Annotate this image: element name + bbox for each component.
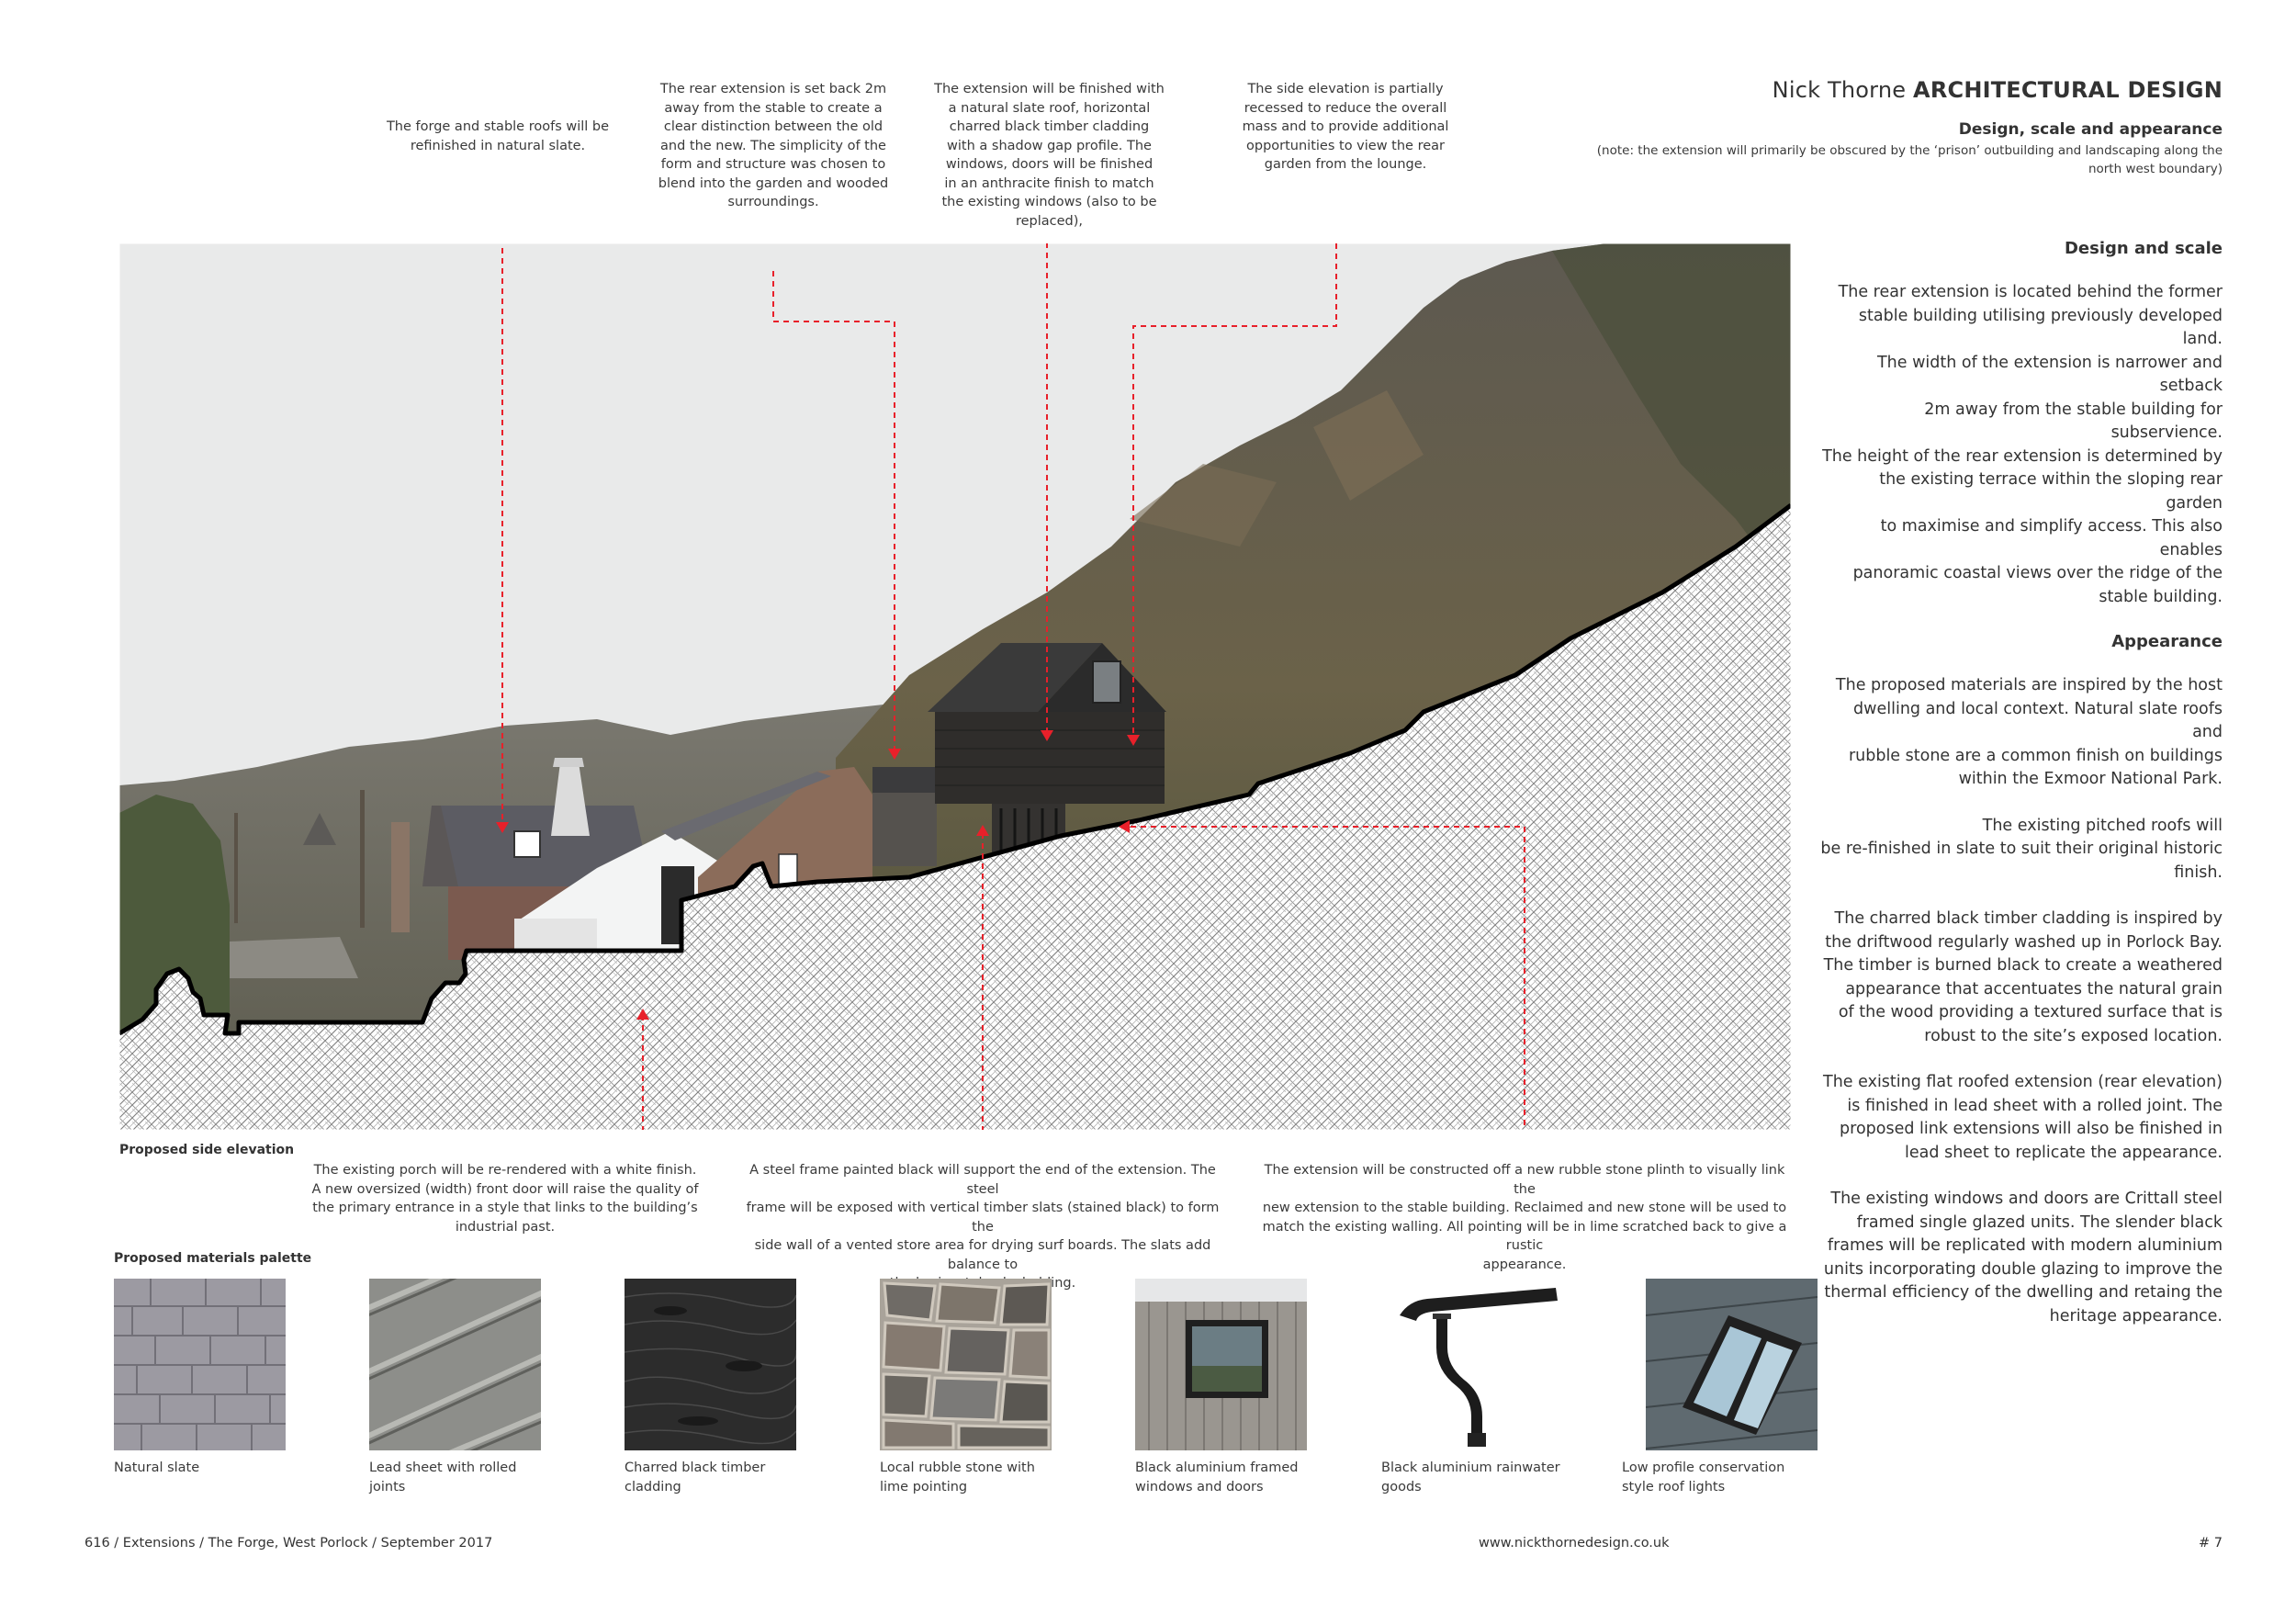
slate-tiles-icon xyxy=(114,1279,286,1450)
rainwater-goods-icon xyxy=(1390,1279,1562,1450)
annotation-finishes: The extension will be finished with a na… xyxy=(934,82,1165,229)
swatch-label-timber: Charred black timber cladding xyxy=(625,1460,766,1494)
annotation-setback: The rear extension is set back 2m away f… xyxy=(658,82,889,209)
leader-arrowheads xyxy=(496,730,1140,1020)
design-text-column: Design and scale The rear extension is l… xyxy=(1818,239,2223,1351)
brand-title: Nick Thorne ARCHITECTURAL DESIGN xyxy=(1772,77,2223,103)
para-lead: The existing flat roofed extension (rear… xyxy=(1823,1073,2223,1162)
annotation-side-elevation: The side elevation is partially recessed… xyxy=(1242,82,1449,172)
swatch-label-windows: Black aluminium framed windows and doors xyxy=(1135,1460,1299,1494)
rear-extension xyxy=(928,643,1166,877)
ground-line xyxy=(119,503,1791,1036)
para-windows: The existing windows and doors are Critt… xyxy=(1823,1190,2223,1325)
swatch-label-lead: Lead sheet with rolled joints xyxy=(369,1460,517,1494)
elevation-caption: Proposed side elevation xyxy=(119,1143,295,1157)
page-subtitle: Design, scale and appearance xyxy=(1958,120,2223,139)
annotation-plinth: The extension will be constructed off a … xyxy=(1262,1163,1787,1272)
para-design-scale: The rear extension is located behind the… xyxy=(1822,283,2223,606)
heading-appearance: Appearance xyxy=(2111,632,2223,651)
heading-design-scale: Design and scale xyxy=(2064,239,2223,258)
swatch-label-stone: Local rubble stone with lime pointing xyxy=(880,1460,1035,1494)
rubble-stone-icon xyxy=(880,1279,1052,1450)
link-extension xyxy=(872,767,937,795)
annotation-steel-frame: A steel frame painted black will support… xyxy=(746,1163,1220,1291)
ground-section xyxy=(119,505,1791,1130)
forge-building xyxy=(441,758,744,960)
swatch-label-slate: Natural slate xyxy=(114,1460,200,1475)
para-materials: The proposed materials are inspired by t… xyxy=(1835,676,2223,788)
footer-website-link[interactable]: www.nickthornedesign.co.uk xyxy=(1479,1536,1670,1551)
subtitle-note: (note: the extension will primarily be o… xyxy=(1596,143,2223,176)
footer-page-number: # 7 xyxy=(2199,1536,2223,1551)
charred-timber-icon xyxy=(625,1279,796,1450)
para-roofs: The existing pitched roofs will be re-fi… xyxy=(1820,816,2223,882)
aluminium-window-icon xyxy=(1135,1279,1307,1450)
proposed-side-elevation-drawing xyxy=(119,243,1791,1130)
annotation-roofs: The forge and stable roofs will be refin… xyxy=(386,119,610,153)
roof-light-icon xyxy=(1646,1279,1818,1450)
annotation-porch: The existing porch will be re-rendered w… xyxy=(311,1163,699,1235)
annotation-leaders xyxy=(501,243,1525,1130)
swatch-label-rooflights: Low profile conservation style roof ligh… xyxy=(1622,1460,1785,1494)
swatch-label-rainwater: Black aluminium rainwater goods xyxy=(1381,1460,1560,1494)
lead-sheet-icon xyxy=(369,1279,541,1450)
para-timber: The charred black timber cladding is ins… xyxy=(1823,909,2223,1045)
footer-project-ref: 616 / Extensions / The Forge, West Porlo… xyxy=(84,1536,493,1551)
palette-title: Proposed materials palette xyxy=(114,1251,312,1266)
